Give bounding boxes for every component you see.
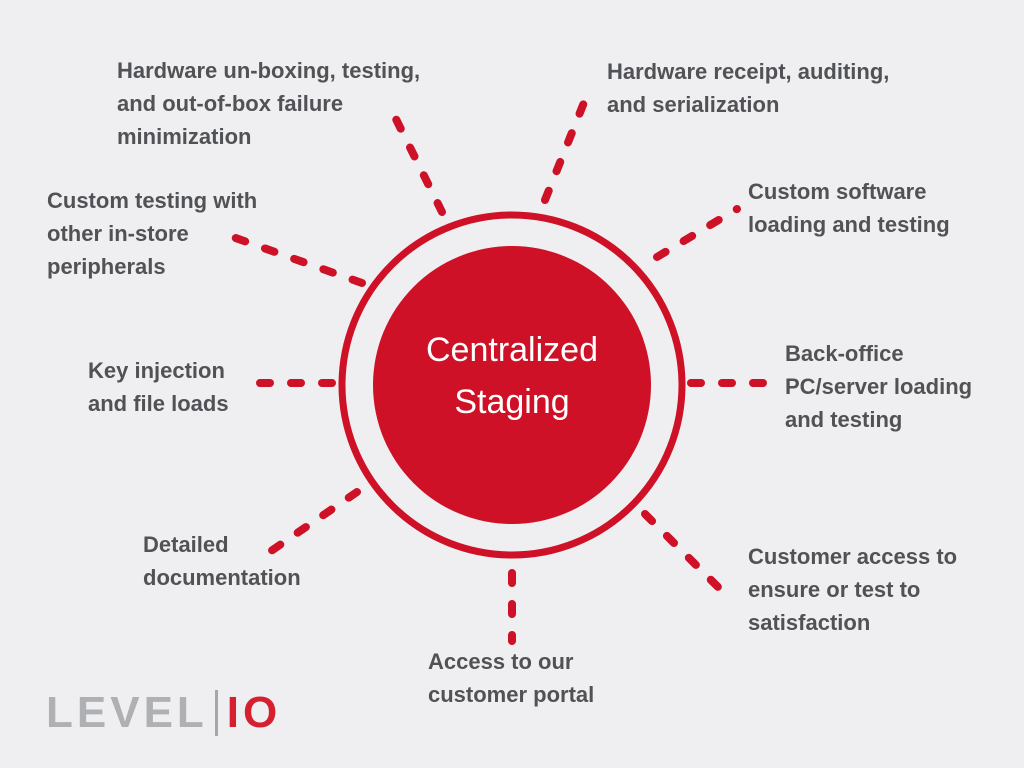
spoke-label-back-office: Back-office PC/server loading and testin… bbox=[785, 341, 973, 432]
spoke-label-custom-testing: Custom testing with other in-store perip… bbox=[47, 188, 258, 279]
spoke-lines bbox=[226, 96, 770, 645]
spoke-label-customer-portal: Access to our customer portal bbox=[428, 649, 595, 707]
spoke-label-detailed-documentation: Detailed documentation bbox=[143, 532, 301, 590]
spoke-line-hardware-unboxing bbox=[385, 101, 446, 216]
spoke-line-custom-testing bbox=[226, 232, 366, 287]
logo-level-text: LEVEL bbox=[46, 688, 208, 737]
spoke-line-hardware-receipt bbox=[541, 96, 589, 204]
spoke-label-custom-software: Custom software loading and testing bbox=[748, 179, 950, 237]
spoke-label-hardware-unboxing: Hardware un-boxing, testing, and out-of-… bbox=[117, 58, 421, 149]
hub-circle bbox=[373, 246, 651, 524]
spoke-line-custom-software bbox=[653, 205, 741, 261]
levelio-logo: LEVEL IO bbox=[46, 690, 281, 736]
logo-divider bbox=[214, 690, 218, 736]
logo-io-text: IO bbox=[226, 688, 282, 737]
hub-outer-ring bbox=[338, 211, 686, 559]
hub-label: Centralized Staging bbox=[426, 331, 598, 421]
spoke-label-customer-access: Customer access to ensure or test to sat… bbox=[748, 544, 958, 635]
spoke-line-customer-access bbox=[641, 510, 730, 599]
spoke-label-hardware-receipt: Hardware receipt, auditing, and serializ… bbox=[607, 59, 890, 117]
spoke-label-key-injection: Key injection and file loads bbox=[88, 358, 229, 416]
